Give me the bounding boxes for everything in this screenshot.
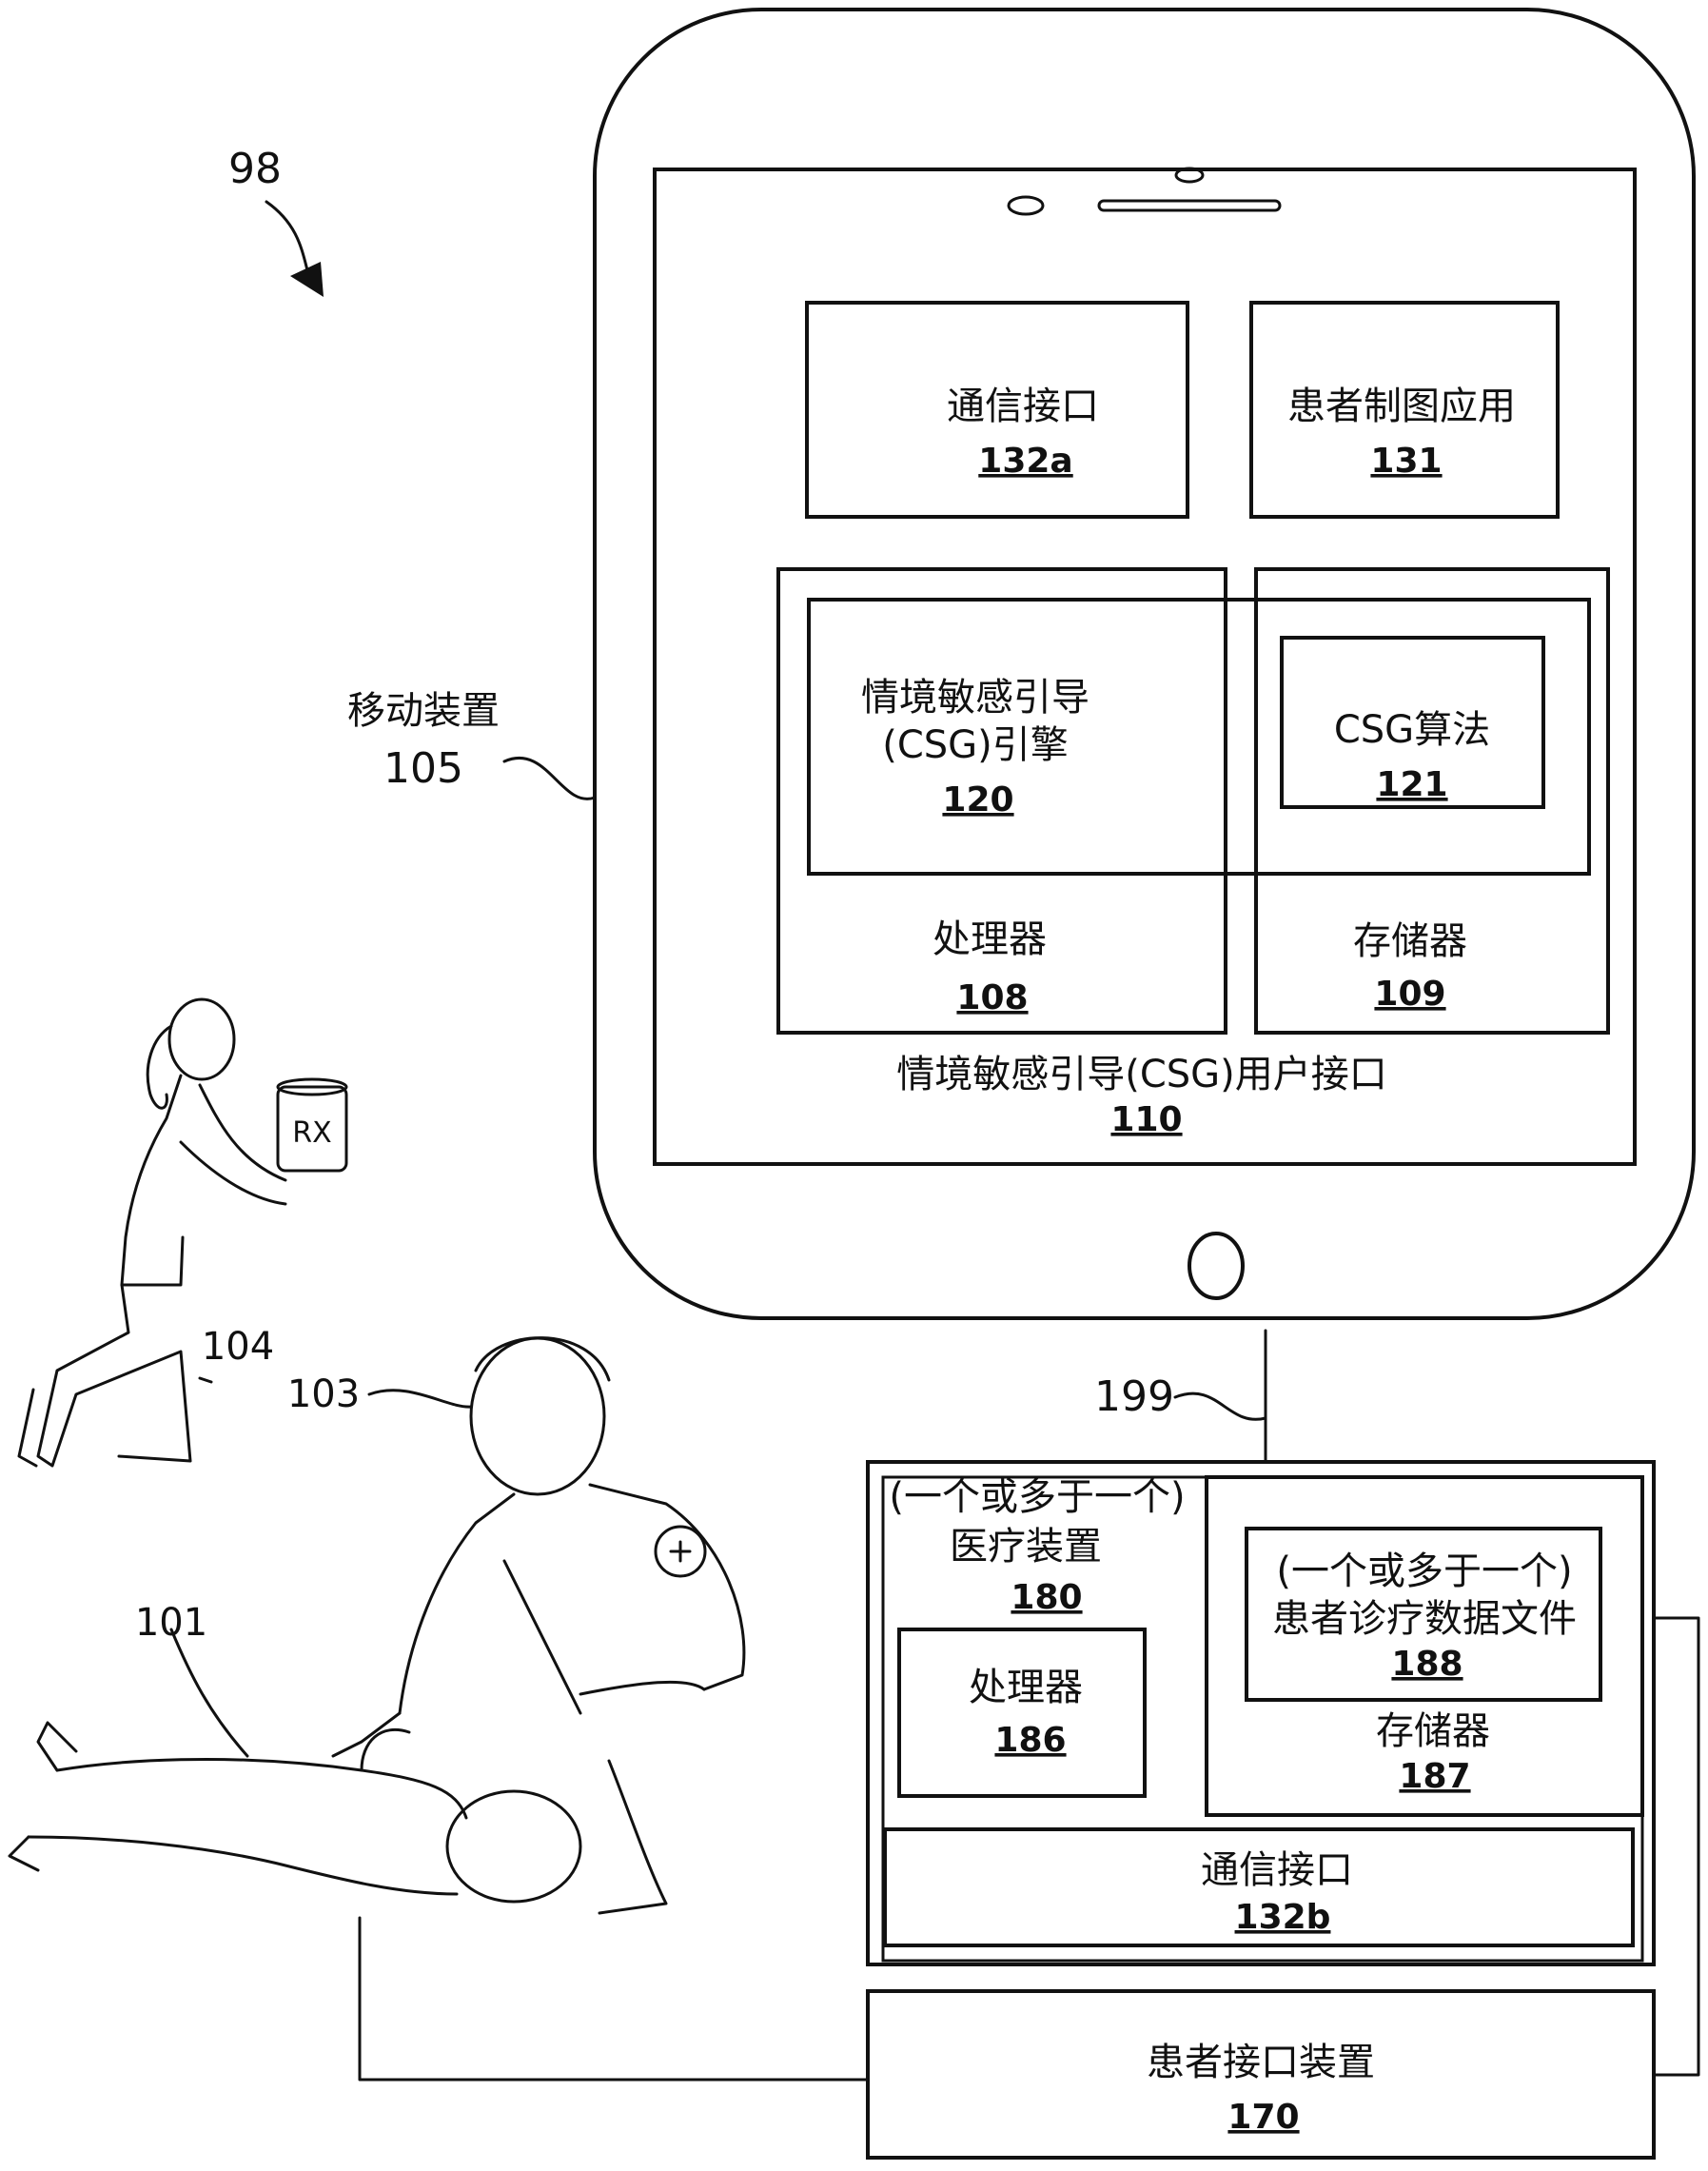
device-speaker [1097,199,1282,212]
medical-device-label: 医疗装置 [950,1525,1102,1569]
link-leader [1173,1391,1267,1421]
comm-interface-b-box [883,1827,1635,1947]
comm-interface-b-ref: 132b [1235,1898,1331,1937]
processor-bottom-box [897,1628,1147,1798]
patient-interface-label: 患者接口装置 [1147,2041,1375,2084]
processor-top-box [776,567,1227,1035]
device-home-button [1188,1232,1245,1300]
patient-files-ref: 188 [1391,1645,1463,1684]
patient-to-interface-line [358,1916,870,2082]
csg-engine-label-line2: (CSG)引擎 [882,723,1069,767]
charting-app-box [1249,301,1560,519]
rescuer-ref: 103 [287,1372,360,1416]
mobile-device-leader [502,757,597,800]
processor-top-label: 处理器 [933,918,1047,961]
comm-interface-a-ref: 132a [978,442,1072,481]
comm-interface-b-label: 通信接口 [1201,1848,1353,1892]
figure-arrow-head [290,262,324,297]
bystander-ref: 104 [202,1325,274,1369]
patient-files-box [1245,1527,1602,1702]
device-camera [1007,195,1045,216]
bystander-figure: RX [17,997,348,1468]
memory-to-interface-line [1652,1616,1700,2077]
csg-algorithm-ref: 121 [1376,765,1447,804]
device-screen [653,168,1637,1166]
processor-bottom-ref: 186 [994,1721,1066,1760]
processor-bottom-label: 处理器 [969,1666,1083,1709]
memory-bottom-box [1205,1475,1644,1817]
charting-app-ref: 131 [1370,442,1442,481]
medical-device-qualifier: (一个或多于一个) [889,1475,1185,1519]
memory-top-box [1254,567,1610,1035]
memory-top-label: 存储器 [1353,919,1467,963]
rescuer-leader [367,1389,473,1409]
medical-device-outer [866,1460,1656,1966]
figure-number: 98 [228,145,282,193]
processor-top-ref: 108 [956,978,1028,1017]
bystander-leader [198,1376,213,1384]
patient-files-label: 患者诊疗数据文件 [1272,1597,1577,1641]
memory-bottom-ref: 187 [1399,1757,1470,1796]
rescuer-figure [331,1336,746,1915]
comm-interface-a-box [805,301,1189,519]
charting-app-label: 患者制图应用 [1287,385,1516,428]
csg-engine-label-line1: 情境敏感引导 [861,676,1090,720]
csg-algorithm-box [1280,636,1545,809]
patient-figure [8,1628,582,1904]
csg-engine-ref: 120 [942,780,1013,819]
mobile-device-label: 移动装置 [347,689,500,733]
device-sensor [1174,167,1205,184]
csg-ui-ref: 110 [1110,1100,1182,1139]
mobile-device-ref: 105 [383,744,463,793]
patient-ref: 101 [135,1601,207,1645]
mobile-device-outline [593,8,1696,1320]
comm-interface-a-label: 通信接口 [947,385,1099,428]
rx-label: RX [292,1116,331,1150]
medical-device-ref: 180 [1011,1578,1082,1617]
memory-bottom-label: 存储器 [1376,1709,1490,1753]
csg-engine-box [807,598,1591,876]
csg-ui-label: 情境敏感引导(CSG)用户接口 [896,1053,1387,1096]
patient-files-qualifier: (一个或多于一个) [1276,1549,1572,1593]
patient-interface-ref: 170 [1227,2098,1299,2137]
link-ref: 199 [1094,1372,1174,1421]
memory-top-ref: 109 [1374,975,1445,1014]
csg-algorithm-label: CSG算法 [1334,708,1490,752]
